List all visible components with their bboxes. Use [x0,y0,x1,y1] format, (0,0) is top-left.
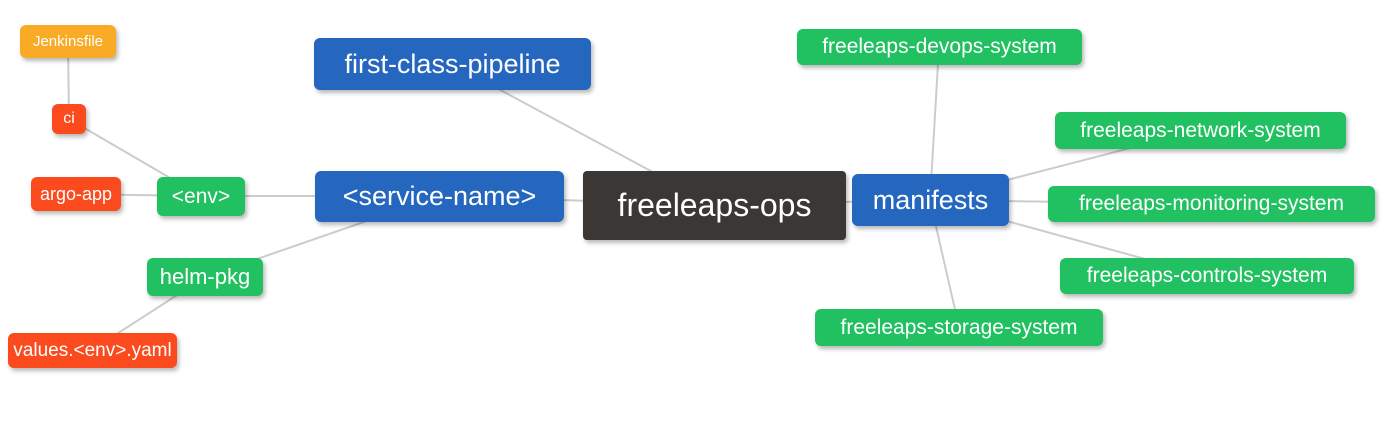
node-first-class-pipeline[interactable]: first-class-pipeline [314,38,591,90]
node-manifests[interactable]: manifests [852,174,1009,226]
node-helm-pkg[interactable]: helm-pkg [147,258,263,296]
node-service-name[interactable]: <service-name> [315,171,564,222]
node-values-env-yaml[interactable]: values.<env>.yaml [8,333,177,368]
node-freeleaps-monitoring-system[interactable]: freeleaps-monitoring-system [1048,186,1375,222]
node-freeleaps-devops-system[interactable]: freeleaps-devops-system [797,29,1082,65]
node-freeleaps-storage-system[interactable]: freeleaps-storage-system [815,309,1103,346]
node-freeleaps-ops[interactable]: freeleaps-ops [583,171,846,240]
node-freeleaps-network-system[interactable]: freeleaps-network-system [1055,112,1346,149]
node-jenkinsfile[interactable]: Jenkinsfile [20,25,116,58]
node-argo-app[interactable]: argo-app [31,177,121,211]
node-ci[interactable]: ci [52,104,86,134]
node-freeleaps-controls-system[interactable]: freeleaps-controls-system [1060,258,1354,294]
node-env[interactable]: <env> [157,177,245,216]
